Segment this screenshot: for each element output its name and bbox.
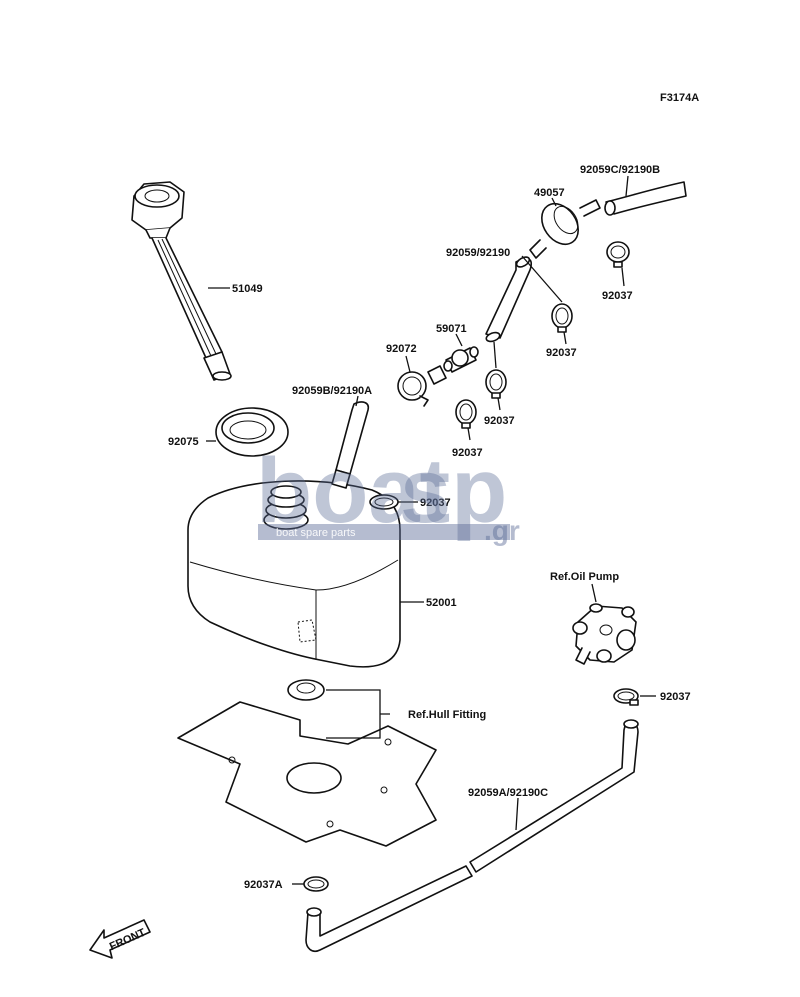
watermark-brand-right: sp [400,440,507,542]
hull-fitting-plate[interactable] [177,679,437,847]
watermark: boat sp .gr boat spare parts [256,440,520,546]
label-92059a: 92059A/92190C [468,787,548,799]
label-92037a: 92037A [244,879,283,891]
check-valve-part[interactable] [529,197,601,259]
oil-pump-part[interactable] [572,603,637,665]
label-92075: 92075 [168,436,199,448]
clip-band-part[interactable] [397,371,429,407]
clamp-joint-left[interactable] [455,399,477,429]
label-92059c: 92059C/92190B [580,164,660,176]
hose-small-part[interactable] [331,401,370,489]
label-49057: 49057 [534,187,565,199]
watermark-brand-left: boat [256,440,450,542]
hose-mid-part[interactable] [485,255,532,343]
label-52001: 52001 [426,597,457,609]
hose-long-part[interactable] [305,719,639,953]
clamp-a-part[interactable] [303,876,329,892]
label-92037-e: 92037 [420,497,451,509]
grommet-part[interactable] [215,407,289,457]
label-92037-b: 92037 [546,347,577,359]
clamp-joint-right[interactable] [485,369,507,399]
label-92072: 92072 [386,343,417,355]
label-59071: 59071 [436,323,467,335]
label-oil-pump: Ref.Oil Pump [550,571,619,583]
label-92059b: 92059B/92190A [292,385,372,397]
clamp-top-right[interactable] [606,241,630,268]
watermark-tagline: boat spare parts [276,527,356,539]
label-92037-c: 92037 [484,415,515,427]
label-92037-d: 92037 [452,447,483,459]
hose-top-part[interactable] [604,181,687,216]
label-92037-f: 92037 [660,691,691,703]
diagram-code: F3174A [660,92,699,104]
clamp-mid[interactable] [551,303,573,333]
label-92059: 92059/92190 [446,247,510,259]
watermark-domain: .gr [484,515,520,546]
label-hull-fitting: Ref.Hull Fitting [408,709,486,721]
joint-part[interactable] [443,346,479,373]
filler-gauge-part[interactable] [131,181,232,381]
label-92037-a: 92037 [602,290,633,302]
front-arrow-icon: FRONT [89,919,151,959]
clamp-pump[interactable] [613,688,639,706]
label-51049: 51049 [232,283,263,295]
